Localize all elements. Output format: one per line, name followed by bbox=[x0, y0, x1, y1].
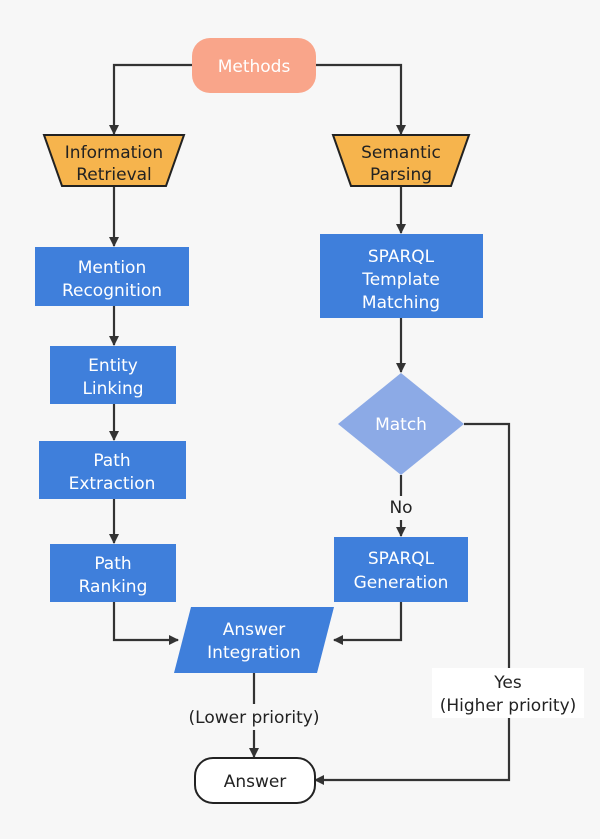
edge-match-yes bbox=[314, 422, 511, 785]
svg-text:Answer: Answer bbox=[224, 772, 287, 792]
svg-text:Methods: Methods bbox=[218, 57, 291, 77]
node-methods: Methods bbox=[192, 38, 316, 93]
node-semantic-parsing: Semantic Parsing bbox=[331, 134, 471, 187]
svg-text:Information: Information bbox=[65, 143, 163, 163]
svg-text:Mention: Mention bbox=[78, 258, 146, 278]
svg-text:Match: Match bbox=[375, 415, 427, 435]
edge-ranking-to-integration bbox=[112, 602, 179, 645]
svg-text:Extraction: Extraction bbox=[69, 474, 156, 494]
svg-text:Path: Path bbox=[93, 451, 130, 471]
svg-text:Integration: Integration bbox=[207, 643, 301, 663]
svg-text:Parsing: Parsing bbox=[370, 165, 432, 185]
svg-text:Entity: Entity bbox=[88, 356, 138, 376]
svg-text:SPARQL: SPARQL bbox=[368, 247, 435, 267]
svg-text:Answer: Answer bbox=[223, 620, 286, 640]
svg-text:Template: Template bbox=[361, 270, 440, 290]
node-path-ranking: Path Ranking bbox=[50, 544, 176, 602]
svg-text:Path: Path bbox=[94, 554, 131, 574]
node-entity-linking: Entity Linking bbox=[50, 346, 176, 404]
node-answer: Answer bbox=[194, 757, 316, 804]
svg-text:Matching: Matching bbox=[362, 293, 440, 313]
edge-label-lower-priority: (Lower priority) bbox=[182, 704, 326, 730]
node-sparql-template-matching: SPARQL Template Matching bbox=[320, 234, 483, 318]
edge-generation-to-integration bbox=[333, 602, 403, 645]
edge-label-yes: Yes (Higher priority) bbox=[432, 668, 584, 718]
svg-text:Retrieval: Retrieval bbox=[76, 165, 152, 185]
svg-text:(Lower priority): (Lower priority) bbox=[189, 708, 320, 728]
svg-text:SPARQL: SPARQL bbox=[368, 549, 435, 569]
edge-methods-to-semantic-parsing bbox=[316, 63, 406, 135]
node-match-decision: Match bbox=[338, 373, 464, 475]
node-path-extraction: Path Extraction bbox=[39, 441, 186, 499]
svg-text:Generation: Generation bbox=[354, 573, 449, 593]
edge-methods-to-info-retrieval bbox=[109, 63, 192, 135]
node-answer-integration: Answer Integration bbox=[174, 607, 334, 673]
svg-text:Recognition: Recognition bbox=[62, 281, 162, 301]
svg-text:(Higher priority): (Higher priority) bbox=[440, 696, 577, 716]
edges bbox=[109, 63, 511, 785]
svg-text:No: No bbox=[389, 498, 412, 518]
svg-text:Yes: Yes bbox=[493, 673, 522, 693]
svg-text:Ranking: Ranking bbox=[79, 577, 148, 597]
node-sparql-generation: SPARQL Generation bbox=[334, 537, 468, 602]
node-mention-recognition: Mention Recognition bbox=[35, 247, 189, 306]
node-information-retrieval: Information Retrieval bbox=[42, 134, 186, 187]
svg-text:Linking: Linking bbox=[82, 379, 143, 399]
svg-text:Semantic: Semantic bbox=[361, 143, 441, 163]
edge-label-no: No bbox=[386, 496, 416, 520]
